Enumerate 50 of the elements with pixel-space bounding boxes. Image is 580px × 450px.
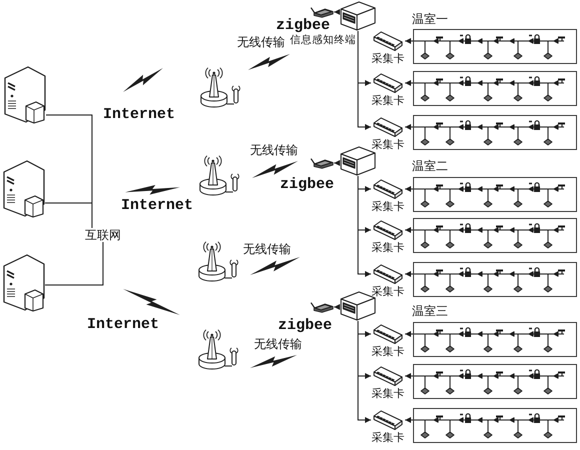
arrow xyxy=(358,320,372,423)
greenhouse-row-panel xyxy=(413,364,577,399)
greenhouse-row-panel xyxy=(413,177,577,212)
device-label: 采集卡 xyxy=(371,431,405,444)
arrow xyxy=(404,186,414,192)
link-label: 无线传输 xyxy=(243,242,291,256)
arrow xyxy=(334,160,340,166)
greenhouse-row-panel xyxy=(413,262,577,297)
greenhouse-row-panel xyxy=(413,115,577,150)
arrow xyxy=(334,304,340,310)
module-label: zigbee xyxy=(276,19,330,33)
arrow xyxy=(404,38,414,44)
device-label: 采集卡 xyxy=(371,241,405,254)
greenhouse-label: 温室二 xyxy=(412,159,448,173)
link-label: 无线传输 xyxy=(254,337,302,351)
arrow xyxy=(358,176,372,277)
network-label: 互联网 xyxy=(84,228,122,242)
module-label: zigbee xyxy=(280,178,334,192)
connector-line xyxy=(44,242,104,286)
arrow xyxy=(334,9,340,15)
arrow xyxy=(404,124,414,130)
device-label: 采集卡 xyxy=(371,345,405,358)
arrow xyxy=(404,417,414,423)
greenhouse-row-panel xyxy=(413,408,577,443)
device-label: 采集卡 xyxy=(371,94,405,107)
arrow xyxy=(404,80,414,86)
link-label: 无线传输 xyxy=(237,35,285,49)
device-label: 采集卡 xyxy=(371,200,405,213)
connector-line xyxy=(44,202,92,228)
module-label: zigbee xyxy=(278,319,332,333)
arrow xyxy=(404,271,414,277)
device-label: 采集卡 xyxy=(371,387,405,400)
arrow xyxy=(404,373,414,379)
link-label: Internet xyxy=(121,199,194,213)
greenhouse-label: 温室一 xyxy=(412,12,448,26)
arrow xyxy=(358,30,372,130)
link-label: Internet xyxy=(87,318,160,332)
device-label: 信息感知终端 xyxy=(290,34,356,46)
device-label: 采集卡 xyxy=(371,138,405,151)
link-label: 无线传输 xyxy=(250,143,298,157)
greenhouse-row-panel xyxy=(413,29,577,64)
link-label: Internet xyxy=(103,108,176,122)
arrow xyxy=(404,227,414,233)
device-label: 采集卡 xyxy=(371,52,405,65)
greenhouse-row-panel xyxy=(413,322,577,357)
arrow xyxy=(404,331,414,337)
greenhouse-row-panel xyxy=(413,218,577,253)
device-label: 采集卡 xyxy=(371,285,405,298)
greenhouse-row-panel xyxy=(413,71,577,106)
greenhouse-label: 温室三 xyxy=(412,304,448,318)
